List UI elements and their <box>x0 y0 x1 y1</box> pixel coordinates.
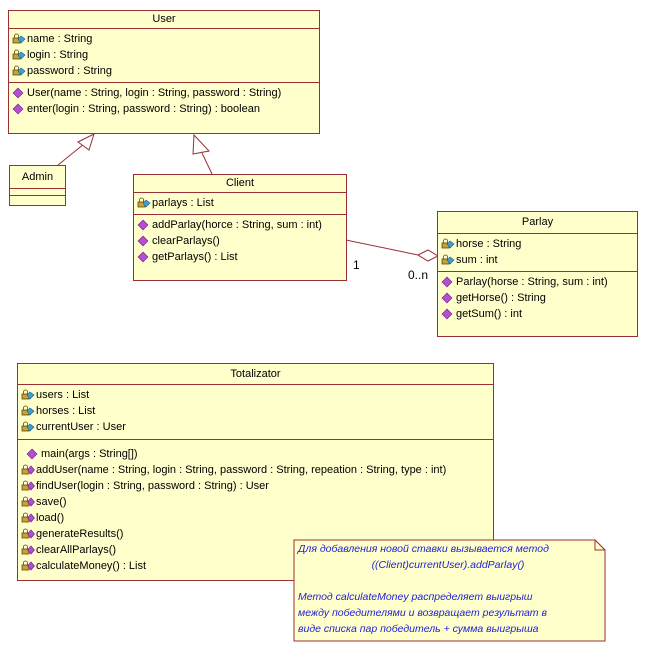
private-operation-icon <box>21 496 35 507</box>
private-attribute-icon <box>12 33 26 44</box>
client-op-addparlay: addParlay(horce : String, sum : int) <box>134 217 346 233</box>
parlay-op-gethorse: getHorse() : String <box>438 290 637 306</box>
totalizator-class-name: Totalizator <box>18 364 493 385</box>
user-op-enter: enter(login : String, password : String)… <box>9 101 319 117</box>
private-operation-icon <box>21 512 35 523</box>
user-op-constructor: User(name : String, login : String, pass… <box>9 85 319 101</box>
client-generalization-line <box>201 152 213 175</box>
public-operation-icon <box>441 276 453 288</box>
note-box <box>293 539 606 642</box>
totalizator-op-load: load() <box>18 510 493 526</box>
client-attr-parlays: parlays : List <box>134 195 346 211</box>
note-line-3: Метод calculateMoney распределяет выигры… <box>298 591 533 603</box>
parlay-op-getsum: getSum() : int <box>438 306 637 322</box>
user-attr-password: password : String <box>9 63 319 79</box>
admin-class[interactable]: Admin <box>9 165 66 206</box>
user-class[interactable]: User name : String login : String passwo… <box>8 10 320 134</box>
parlay-multiplicity: 0..n <box>408 268 429 282</box>
parlay-operations: Parlay(horse : String, sum : int) getHor… <box>438 272 637 325</box>
private-operation-icon <box>21 528 35 539</box>
client-parlay-association-line <box>345 239 419 256</box>
private-attribute-icon <box>137 197 151 208</box>
admin-generalization-arrowhead <box>77 133 95 151</box>
user-class-name: User <box>9 11 319 29</box>
note-line-2: ((Client)currentUser).addParlay() <box>371 559 525 571</box>
client-op-clearparlays: clearParlays() <box>134 233 346 249</box>
client-operations: addParlay(horce : String, sum : int) cle… <box>134 215 346 268</box>
private-attribute-icon <box>441 238 455 249</box>
note-line-1: Для добавления новой ставки вызывается м… <box>298 543 549 555</box>
public-operation-icon <box>12 87 24 99</box>
totalizator-attr-users: users : List <box>18 387 493 403</box>
private-operation-icon <box>21 464 35 475</box>
private-operation-icon <box>21 560 35 571</box>
admin-attributes <box>10 189 65 196</box>
totalizator-op-main: main(args : String[]) <box>18 446 493 462</box>
private-attribute-icon <box>21 389 35 400</box>
public-operation-icon <box>137 219 149 231</box>
private-operation-icon <box>21 480 35 491</box>
totalizator-attr-horses: horses : List <box>18 403 493 419</box>
admin-class-name: Admin <box>10 166 65 189</box>
totalizator-operations: main(args : String[]) addUser(name : Str… <box>18 440 493 577</box>
parlay-attributes: horse : String sum : int <box>438 234 637 272</box>
user-operations: User(name : String, login : String, pass… <box>9 83 319 120</box>
client-multiplicity: 1 <box>353 258 360 272</box>
public-operation-icon <box>137 251 149 263</box>
totalizator-attr-currentuser: currentUser : User <box>18 419 493 435</box>
note-line-5: виде списка пар победитель + сумма выигр… <box>298 623 539 635</box>
private-attribute-icon <box>21 405 35 416</box>
admin-generalization-line <box>57 143 85 166</box>
user-attributes: name : String login : String password : … <box>9 29 319 83</box>
client-op-getparlays: getParlays() : List <box>134 249 346 265</box>
totalizator-op-adduser: addUser(name : String, login : String, p… <box>18 462 493 478</box>
private-attribute-icon <box>441 254 455 265</box>
private-attribute-icon <box>12 65 26 76</box>
client-attributes: parlays : List <box>134 193 346 215</box>
totalizator-attributes: users : List horses : List currentUser :… <box>18 385 493 440</box>
user-attr-name: name : String <box>9 31 319 47</box>
public-operation-icon <box>441 292 453 304</box>
user-attr-login: login : String <box>9 47 319 63</box>
client-class-name: Client <box>134 175 346 193</box>
parlay-op-constructor: Parlay(horse : String, sum : int) <box>438 274 637 290</box>
public-operation-icon <box>137 235 149 247</box>
parlay-class[interactable]: Parlay horse : String sum : int Parlay(h… <box>437 211 638 337</box>
totalizator-op-finduser: findUser(login : String, password : Stri… <box>18 478 493 494</box>
parlay-attr-sum: sum : int <box>438 252 637 268</box>
totalizator-op-calculatemoney: calculateMoney() : List <box>18 558 493 574</box>
client-generalization-arrowhead <box>192 133 210 155</box>
static-operation-icon <box>26 448 38 460</box>
public-operation-icon <box>441 308 453 320</box>
totalizator-op-generateresults: generateResults() <box>18 526 493 542</box>
totalizator-op-save: save() <box>18 494 493 510</box>
note-text: Для добавления новой ставки вызывается м… <box>298 541 598 637</box>
client-class[interactable]: Client parlays : List addParlay(horce : … <box>133 174 347 281</box>
private-operation-icon <box>21 544 35 555</box>
parlay-class-name: Parlay <box>438 212 637 234</box>
parlay-attr-horse: horse : String <box>438 236 637 252</box>
note-spacer <box>298 573 598 589</box>
note-line-4: между победителями и возвращает результа… <box>298 607 547 619</box>
note-corner-fold <box>594 540 605 551</box>
public-operation-icon <box>12 103 24 115</box>
totalizator-op-clearallparlays: clearAllParlays() <box>18 542 493 558</box>
private-attribute-icon <box>21 421 35 432</box>
private-attribute-icon <box>12 49 26 60</box>
